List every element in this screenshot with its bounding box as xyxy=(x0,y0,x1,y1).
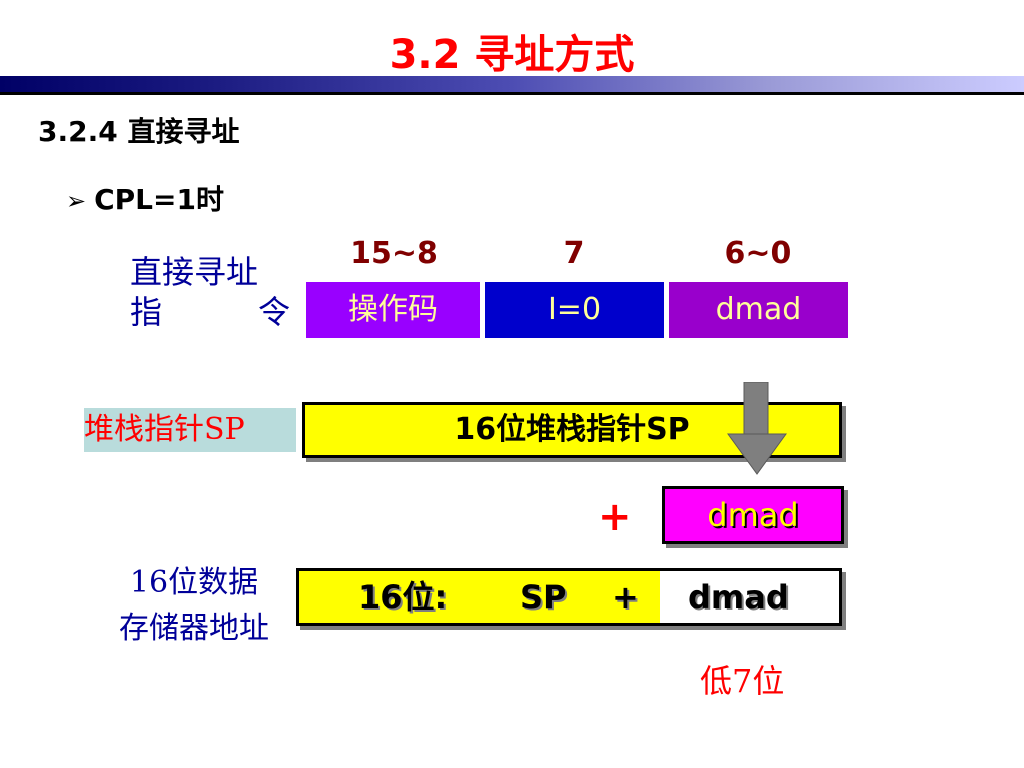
address-label: 16位数据 存储器地址 xyxy=(94,560,294,652)
arrow-bullet-icon: ➢ xyxy=(66,187,87,215)
low-bits-note: 低7位 xyxy=(700,662,785,700)
opcode-field: 操作码 xyxy=(306,282,480,338)
instruction-label: 直接寻址 指 令 xyxy=(130,252,290,332)
result-plus: + xyxy=(612,578,639,616)
address-label-line1: 16位数据 xyxy=(129,565,259,600)
bit-range-mid: 7 xyxy=(563,236,585,271)
dmad-field: dmad xyxy=(669,282,848,338)
bullet-text: CPL=1时 xyxy=(94,183,224,216)
bullet-item: ➢CPL=1时 xyxy=(66,178,224,218)
section-heading: 3.2.4 直接寻址 xyxy=(38,115,240,148)
bit-range-high: 15~8 xyxy=(350,236,438,271)
stack-pointer-label: 堆栈指针SP xyxy=(84,408,296,452)
stack-pointer-text: 16位堆栈指针SP xyxy=(454,412,690,447)
result-low-bits-segment xyxy=(660,571,839,623)
instruction-label-line2: 指 令 xyxy=(130,292,290,332)
down-arrow-icon xyxy=(727,382,787,475)
instruction-label-line1: 直接寻址 xyxy=(130,253,259,291)
result-dmad: dmad xyxy=(688,578,789,616)
result-prefix: 16位: xyxy=(358,578,448,616)
dmad-box: dmad xyxy=(662,486,844,544)
i-bit-field: I=0 xyxy=(485,282,664,338)
title-underline-rule xyxy=(0,92,1024,95)
slide-title: 3.2 寻址方式 xyxy=(389,32,635,78)
result-sp: SP xyxy=(520,578,567,616)
title-underline-bar xyxy=(0,76,1024,93)
plus-sign: + xyxy=(598,494,632,540)
instruction-label-left: 指 xyxy=(130,293,163,331)
instruction-label-right: 令 xyxy=(257,293,290,331)
bit-range-low: 6~0 xyxy=(724,236,792,271)
address-label-line2: 存储器地址 xyxy=(119,611,269,646)
